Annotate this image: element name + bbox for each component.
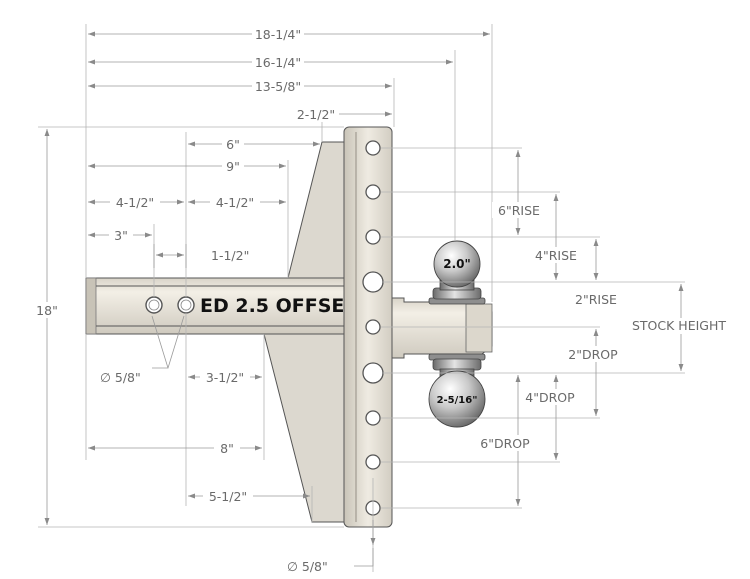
dimension-labels: 18-1/4" 16-1/4" 13-5/8" 2-1/2" 6" 9" 4-1… [32,26,734,574]
dim-len-4-5-right: 4-1/2" [216,195,254,210]
top-hitch-ball: 2.0" [428,240,486,305]
dim-overall-length: 18-1/4" [255,27,301,42]
dim-rise-6: 6"RISE [498,203,540,218]
dim-length-16: 16-1/4" [255,55,301,70]
shank-end-face [85,277,97,335]
dim-length-2-5: 2-1/2" [297,107,335,122]
plate-hole [362,362,384,384]
dim-rise-4: 4"RISE [535,248,577,263]
shank-label: ED 2.5 OFFSET [200,295,357,317]
plate-hole [365,140,381,156]
shank-pin-hole-2 [177,296,195,314]
dim-length-9: 9" [226,159,240,174]
dim-len-3: 3" [114,228,128,243]
plate-hole [365,319,381,335]
plate-hole [365,229,381,245]
dim-len-8: 8" [220,441,234,456]
dim-drop-4: 4"DROP [525,390,575,405]
top-ball-size-label: 2.0" [443,257,471,271]
dim-hole-dia-plate: ∅ 5/8" [287,559,328,574]
dim-drop-2: 2"DROP [568,347,618,362]
dim-len-5-5: 5-1/2" [209,489,247,504]
plate-hole [365,454,381,470]
dim-len-4-5-left: 4-1/2" [116,195,154,210]
dim-drop-6: 6"DROP [480,436,530,451]
shank-pin-hole-1 [145,296,163,314]
bottom-hitch-ball: 2-5/16" [428,353,486,428]
dim-rise-2: 2"RISE [575,292,617,307]
dim-stock-height: STOCK HEIGHT [632,318,726,333]
extension-lines [38,24,685,572]
plate-hole [365,410,381,426]
plate-hole [362,271,384,293]
dim-length-13: 13-5/8" [255,79,301,94]
dim-height-18: 18" [36,303,58,318]
bottom-ball-size-label: 2-5/16" [437,395,478,406]
dim-len-3-5: 3-1/2" [206,370,244,385]
hitch-body: ED 2.5 OFFSET 2.0" [85,126,493,528]
dim-hole-dia-shank: ∅ 5/8" [100,370,141,385]
dim-length-6: 6" [226,137,240,152]
plate-hole [365,184,381,200]
dim-len-1-5: 1-1/2" [211,248,249,263]
